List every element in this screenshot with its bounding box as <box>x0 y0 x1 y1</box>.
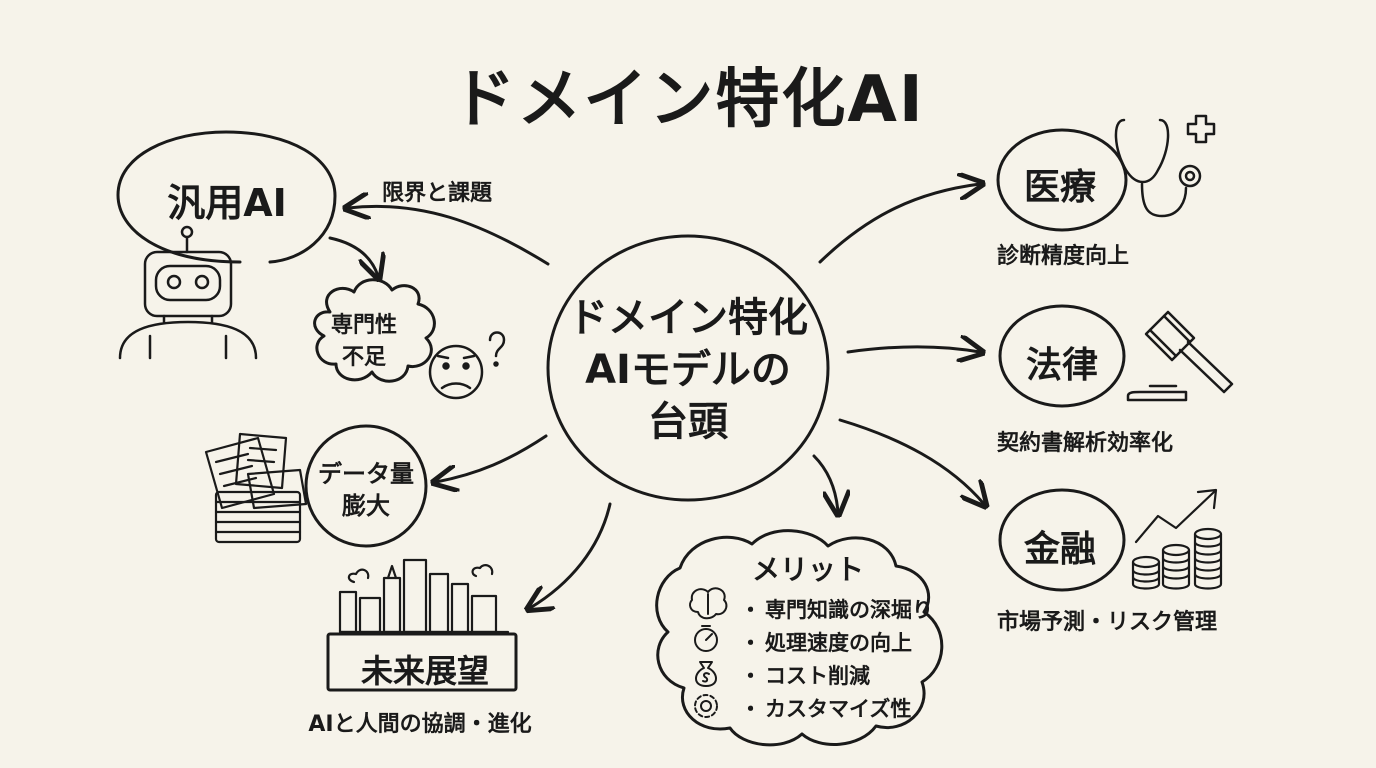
arrow-to-general-ai <box>348 206 550 266</box>
merit-item: ・処理速度の向上 <box>740 631 912 655</box>
lack-label: 専門性 不足 <box>331 310 397 374</box>
merit-item: ・専門知識の深堀り <box>740 598 933 622</box>
central-line-3: 台頭 <box>648 399 728 445</box>
merit-item: ・カスタマイズ性 <box>740 697 912 721</box>
merit-item-text: コスト削減 <box>765 664 870 688</box>
merit-item-text: カスタマイズ性 <box>765 697 912 721</box>
medical-subtitle: 診断精度向上 <box>997 244 1130 269</box>
merit-item-text: 処理速度の向上 <box>765 631 912 655</box>
finance-subtitle: 市場予測・リスク管理 <box>997 610 1218 635</box>
stopwatch-icon <box>694 625 718 652</box>
data-volume-label: データ量 膨大 <box>318 458 414 522</box>
arrow-to-future <box>530 502 612 608</box>
arrow-to-finance <box>838 418 984 504</box>
law-subtitle: 契約書解析効率化 <box>997 431 1174 456</box>
documents-stack-icon <box>204 432 308 544</box>
data-line-2: 膨大 <box>342 492 390 520</box>
future-box <box>326 632 518 692</box>
arrow-to-lack <box>328 236 378 276</box>
central-line-1: ドメイン特化 <box>568 295 808 341</box>
data-line-1: データ量 <box>318 460 414 488</box>
central-circle <box>546 234 830 502</box>
city-skyline-icon <box>338 558 510 634</box>
lack-line-1: 専門性 <box>330 313 398 338</box>
general-ai-label: 汎用AI <box>167 181 287 225</box>
robot-icon <box>118 225 258 360</box>
page-title: ドメイン特化AI <box>451 63 925 137</box>
confused-face-icon <box>428 331 506 400</box>
arrow-to-medical <box>818 184 980 264</box>
arrow-to-law <box>846 347 980 352</box>
merits-cloud <box>655 529 944 747</box>
lack-line-2: 不足 <box>341 345 387 370</box>
arrow-to-data <box>436 434 548 482</box>
data-circle <box>304 424 428 548</box>
central-line-2: AIモデルの <box>585 347 791 393</box>
arrow-to-merits <box>812 454 838 512</box>
lack-cloud <box>313 278 436 383</box>
central-node-label: ドメイン特化 AIモデルの 台頭 <box>568 292 808 448</box>
future-title: 未来展望 <box>360 652 490 690</box>
gavel-icon <box>1126 310 1234 402</box>
coins-growth-icon <box>1131 488 1223 590</box>
stethoscope-icon <box>1114 114 1216 218</box>
limits-label: 限界と課題 <box>382 181 493 206</box>
gear-icon <box>694 694 718 718</box>
merit-item: ・コスト削減 <box>740 664 870 688</box>
finance-title: 金融 <box>1023 529 1097 570</box>
brain-icon <box>689 587 728 620</box>
medical-circle <box>996 128 1128 232</box>
medical-title: 医療 <box>1023 167 1097 208</box>
merits-title: メリット <box>751 553 865 586</box>
law-circle <box>998 304 1126 408</box>
merit-item-text: 専門知識の深堀り <box>765 598 933 622</box>
finance-circle <box>998 488 1126 592</box>
general-ai-bubble <box>116 130 337 264</box>
law-title: 法律 <box>1025 345 1099 386</box>
money-bag-icon <box>695 661 717 687</box>
future-subtitle: AIと人間の協調・進化 <box>308 712 532 737</box>
